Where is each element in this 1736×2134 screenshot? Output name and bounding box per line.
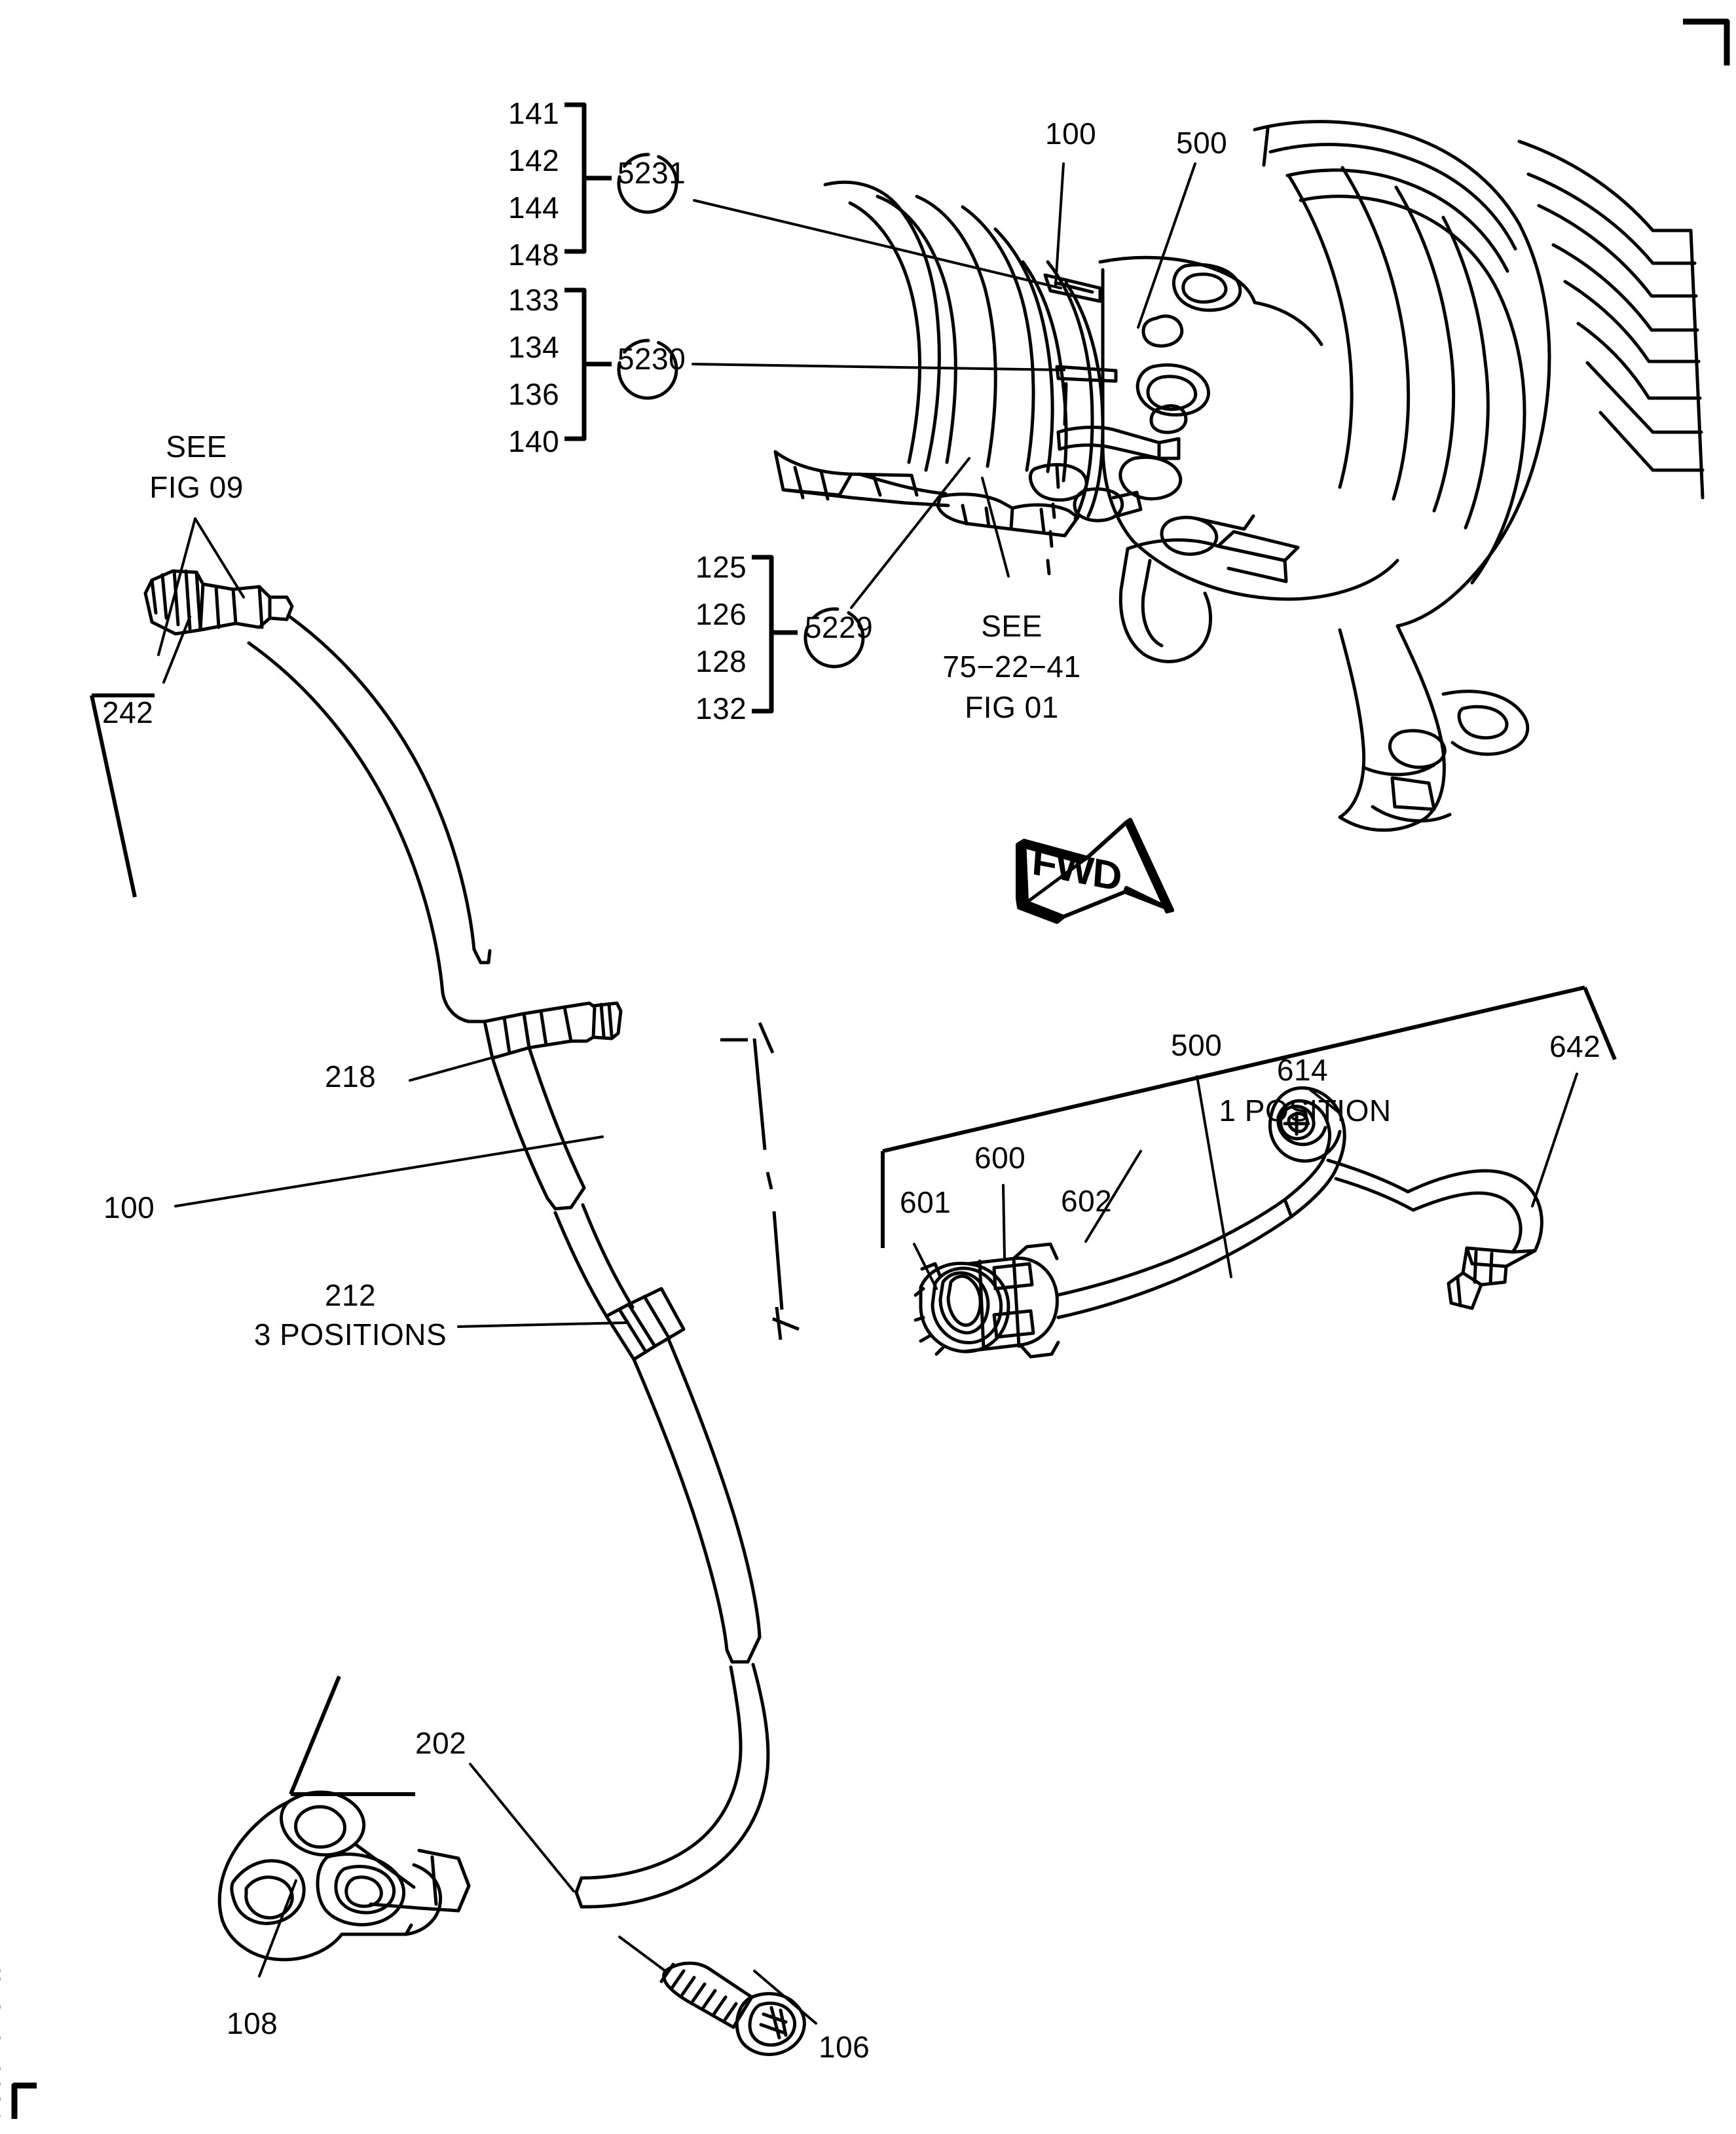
reference-see-fig09-line1: SEE	[166, 430, 227, 464]
reference-see-752241-line1: SEE	[981, 609, 1043, 643]
label-100-left: 100	[103, 1190, 155, 1224]
section-tick-bottom	[772, 1306, 800, 1340]
leader-242	[162, 616, 191, 684]
leader-108	[258, 1879, 297, 1978]
bracket-5229	[752, 555, 798, 714]
label-614-quantity: 1 POSITION	[1219, 1094, 1392, 1128]
callout-circle-5229	[803, 607, 865, 669]
leader-601	[913, 1243, 938, 1290]
corner-mark-bottom-left	[11, 2082, 37, 2119]
engine-assembly-drawing	[773, 120, 1705, 832]
label-106: 106	[819, 2030, 870, 2064]
fwd-arrow-plate	[1025, 856, 1089, 904]
label-108: 108	[227, 2006, 278, 2040]
reference-see-752241-line3: FIG 01	[965, 690, 1059, 724]
callout-item-136: 136	[508, 377, 560, 411]
leader-642-corner	[1583, 986, 1617, 1061]
callout-item-126: 126	[695, 597, 747, 631]
callout-item-132: 132	[695, 691, 747, 726]
callout-item-128: 128	[695, 644, 747, 678]
bracket-5231	[564, 102, 612, 254]
reference-see-752241-line2: 75−22−41	[942, 650, 1081, 684]
callout-item-148: 148	[508, 238, 560, 272]
label-601: 601	[900, 1185, 951, 1219]
corner-mark-top-right	[1683, 18, 1730, 65]
bracket-5230	[564, 287, 612, 441]
leader-500-top	[1137, 162, 1196, 329]
leader-601-corner	[881, 985, 1585, 1248]
leader-see-fig-09	[157, 517, 245, 656]
section-tick-top	[720, 1022, 775, 1054]
leader-500-lower	[1196, 1075, 1232, 1278]
callout-item-144: 144	[508, 191, 560, 225]
callout-item-134: 134	[508, 330, 560, 364]
callout-circle-5231	[617, 153, 678, 214]
fwd-arrow-icon	[1016, 818, 1174, 924]
leader-5231	[693, 199, 1062, 289]
leader-242-corner	[90, 693, 155, 898]
leader-614	[1307, 1087, 1341, 1114]
label-500-top: 500	[1176, 126, 1228, 160]
leader-202	[469, 1763, 575, 1892]
leader-642	[1531, 1073, 1578, 1207]
callout-item-141: 141	[508, 96, 560, 130]
label-602: 602	[1061, 1184, 1113, 1218]
label-218: 218	[325, 1059, 377, 1094]
leader-202-corner	[289, 1675, 415, 1796]
leader-5229	[850, 457, 970, 609]
label-642: 642	[1549, 1029, 1601, 1063]
reference-see-fig09-line2: FIG 09	[149, 470, 244, 504]
label-614: 614	[1276, 1053, 1329, 1087]
drawing-id-label: de0016162a	[0, 1969, 6, 2122]
leader-602	[1084, 1150, 1142, 1243]
label-600: 600	[974, 1141, 1026, 1175]
leader-106	[618, 1936, 817, 2025]
callout-item-133: 133	[508, 283, 560, 317]
callout-circle-label-5230: 5230	[617, 342, 686, 376]
callout-item-142: 142	[508, 143, 560, 177]
callout-item-140: 140	[508, 424, 560, 458]
label-500-lower: 500	[1171, 1028, 1223, 1062]
leader-5230	[692, 363, 1065, 371]
leader-218	[409, 1056, 496, 1082]
leader-600	[1002, 1184, 1006, 1259]
label-100-top: 100	[1045, 117, 1097, 151]
label-242: 242	[102, 695, 154, 729]
leader-100-left	[174, 1135, 604, 1207]
callout-circle-5230	[617, 339, 678, 400]
section-centerline	[752, 1038, 784, 1310]
hose-assembly-100	[143, 569, 770, 1909]
callout-circle-label-5231: 5231	[617, 156, 686, 190]
callout-item-125: 125	[695, 550, 747, 584]
leader-212	[457, 1321, 627, 1328]
label-202: 202	[415, 1726, 467, 1760]
hose-assembly-600	[914, 1086, 1543, 1359]
bracket-108-assembly	[217, 1790, 806, 2056]
leader-100-top	[1054, 162, 1065, 287]
label-212: 212	[324, 1278, 377, 1312]
label-212-quantity: 3 POSITIONS	[253, 1317, 447, 1352]
callout-circle-label-5229: 5229	[804, 610, 874, 644]
